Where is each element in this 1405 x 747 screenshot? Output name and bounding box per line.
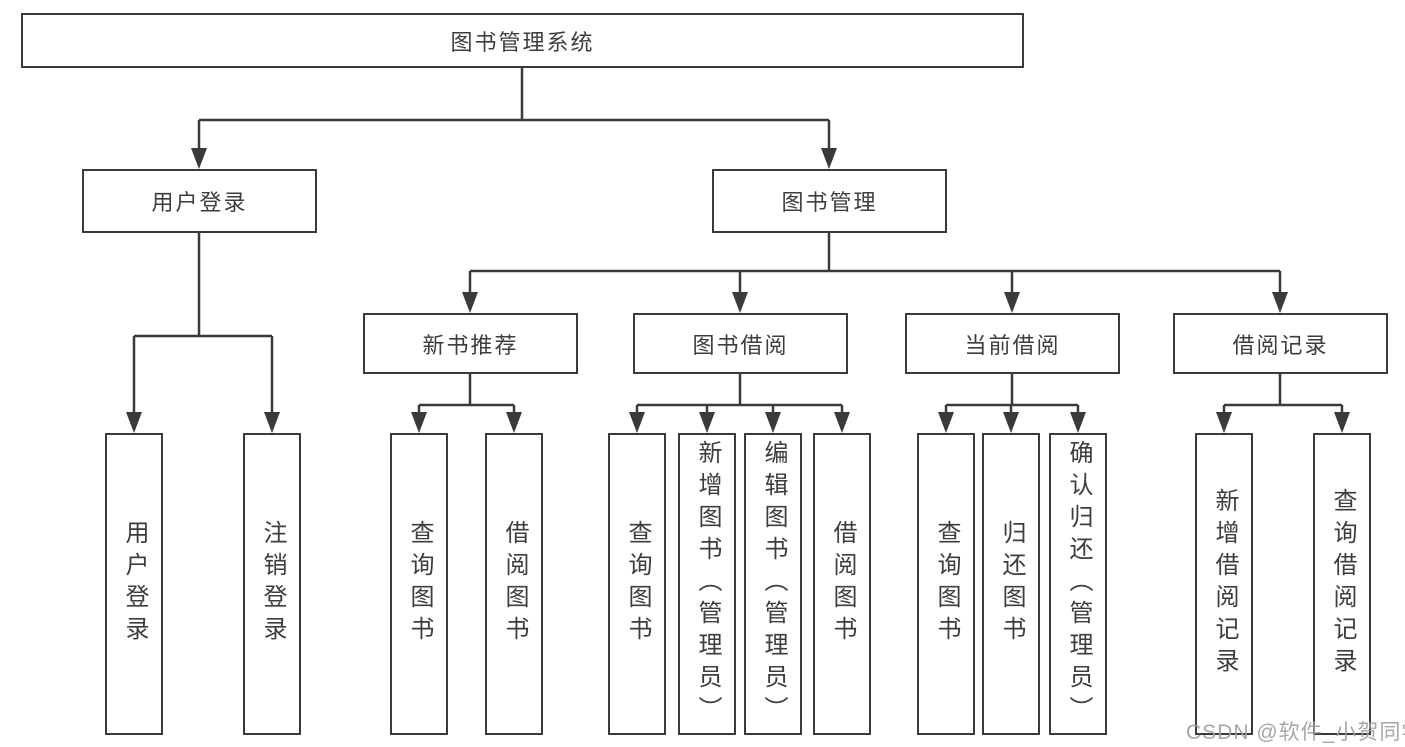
node-book-borrow: 图书借阅 [633,313,848,374]
node-label: 借阅记录 [1232,332,1329,358]
leaf-label: 归还图书 [998,520,1025,648]
node-current-borrow: 当前借阅 [905,313,1120,374]
node-borrow-records: 借阅记录 [1173,313,1388,374]
leaf-label: 查询借阅记录 [1329,488,1356,680]
leaf-record-add: 新增借阅记录 [1195,433,1253,735]
node-user-login-branch: 用户登录 [82,169,317,233]
node-label: 图书管理 [781,190,878,215]
leaf-label: 用户登录 [121,520,148,648]
leaf-current-confirm-admin: 确认归还（管理员） [1049,433,1107,735]
leaf-label: 新增图书（管理员） [694,440,721,728]
leaf-newbook-borrow: 借阅图书 [485,433,543,735]
node-label: 当前借阅 [964,332,1061,358]
watermark-text: CSDN @软件_小贺同学 [1186,721,1405,744]
leaf-label: 借阅图书 [501,520,528,648]
leaf-current-query: 查询图书 [917,433,975,735]
leaf-label: 查询图书 [624,520,651,648]
leaf-borrow-edit-admin: 编辑图书（管理员） [744,433,802,735]
leaf-label: 注销登录 [259,520,286,648]
leaf-record-query: 查询借阅记录 [1313,433,1371,735]
leaf-newbook-query: 查询图书 [390,433,448,735]
node-root-system: 图书管理系统 [21,13,1024,68]
leaf-label: 确认归还（管理员） [1065,440,1092,728]
node-label: 用户登录 [151,190,248,215]
node-label: 图书管理系统 [450,29,595,55]
node-new-book-recommend: 新书推荐 [363,313,578,374]
leaf-label: 新增借阅记录 [1211,488,1238,680]
node-book-management: 图书管理 [712,169,947,233]
leaf-user-login: 用户登录 [105,433,163,735]
node-label: 图书借阅 [692,332,789,358]
leaf-label: 查询图书 [406,520,433,648]
leaf-borrow-book: 借阅图书 [813,433,871,735]
leaf-label: 借阅图书 [829,520,856,648]
leaf-label: 查询图书 [933,520,960,648]
node-label: 新书推荐 [422,332,519,358]
leaf-logout: 注销登录 [243,433,301,735]
leaf-borrow-query: 查询图书 [608,433,666,735]
leaf-borrow-add-admin: 新增图书（管理员） [678,433,736,735]
leaf-label: 编辑图书（管理员） [760,440,787,728]
leaf-current-return: 归还图书 [982,433,1040,735]
